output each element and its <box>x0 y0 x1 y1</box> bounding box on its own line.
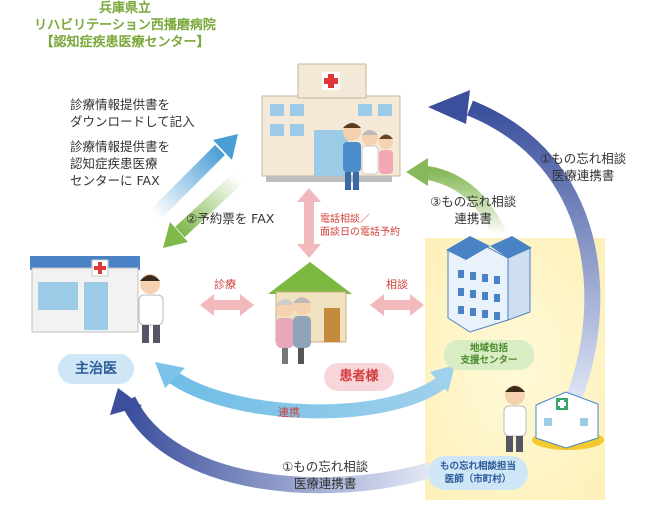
phone-consult-label: 電話相談／ 面談日の電話予約 <box>320 214 400 238</box>
arrow-head-renkei-right <box>430 365 455 392</box>
community-center-building-icon <box>446 236 532 333</box>
arrow-bottom-medical-letter <box>120 396 433 494</box>
fax-note: 診療情報提供書を 認知症疾患医療 センターに FAX <box>70 139 171 188</box>
hospital-title: 兵庫県立 リハビリテーション西播磨病院 【認知症疾患医療センター】 <box>34 1 216 50</box>
bottom-letter-label: ①もの忘れ相談 医療連携書 <box>282 459 369 491</box>
patient-badge: 患者様 <box>324 363 394 391</box>
arrow-shinryo-shaft <box>210 300 244 310</box>
local-doctor-badge: もの忘れ相談担当 医師（市町村） <box>428 456 528 490</box>
arrow-head-green-hospital <box>406 158 428 186</box>
arrow-reservation-fax <box>175 172 243 238</box>
clinic-building-icon <box>30 256 140 333</box>
arrow-head-reserve-down <box>163 222 188 248</box>
primary-doctor-figure <box>138 274 164 343</box>
arrow-community-to-hospital <box>419 165 507 238</box>
primary-doctor-badge: 主治医 <box>58 354 134 384</box>
arrow-phone-shaft <box>304 198 314 246</box>
arrow-head-renkei-left <box>155 362 185 388</box>
right-top-letter-label: ①もの忘れ相談 医療連携書 <box>540 151 627 183</box>
community-center-badge: 地域包括 支援センター <box>444 340 534 370</box>
arrow-head-top-right <box>428 90 470 124</box>
arrow-soudan-shaft <box>380 300 414 310</box>
arrow-renkei <box>165 369 450 419</box>
shinryo-label: 診療 <box>214 278 236 291</box>
arrow-head-fax-up <box>213 134 238 160</box>
local-doctor-figure <box>503 385 527 452</box>
renkei-label: 連携 <box>278 406 300 419</box>
arrow-head-bottom-left <box>110 388 142 415</box>
soudan-label: 相談 <box>386 278 408 291</box>
hospital-staff-figures <box>343 123 393 190</box>
elderly-couple-figure <box>276 297 311 364</box>
download-note: 診療情報提供書を ダウンロードして記入 <box>70 97 195 129</box>
center-right-letter-label: ③もの忘れ相談 連携書 <box>430 194 517 226</box>
arrow-fax-to-hospital <box>150 145 225 220</box>
reservation-fax-label: ②予約票を FAX <box>186 211 275 226</box>
small-hospital-icon <box>532 391 604 450</box>
arrow-medical-letter-to-hospital <box>467 100 601 398</box>
